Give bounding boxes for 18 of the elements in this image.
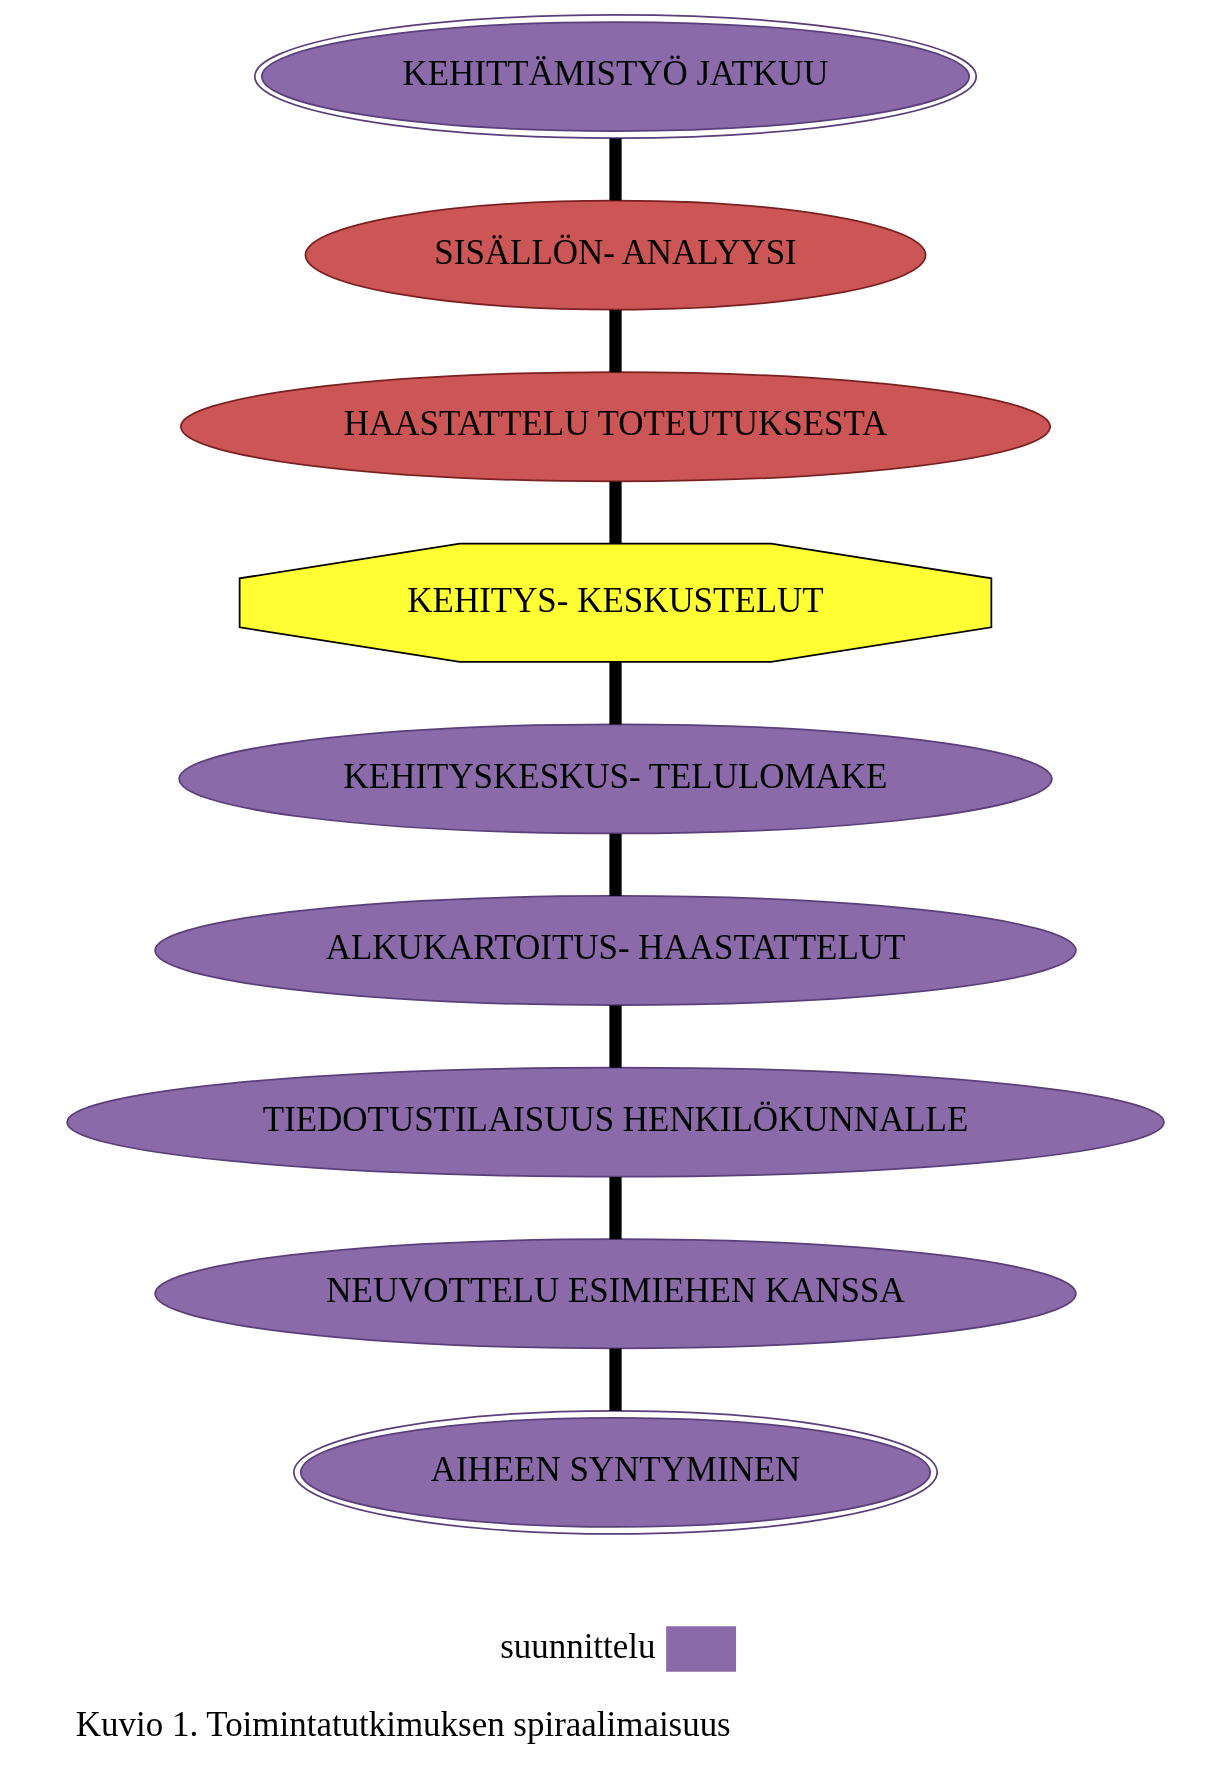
connector (608, 310, 622, 373)
node-ellipse: SISÄLLÖN- ANALYYSI (304, 199, 926, 311)
connector (608, 833, 622, 897)
connector (608, 138, 622, 201)
node-ellipse: KEHITYSKESKUS- TELULOMAKE (177, 723, 1053, 835)
connector (608, 661, 622, 725)
connector (608, 1005, 622, 1068)
node-ellipse: NEUVOTTELU ESIMIEHEN KANSSA (153, 1238, 1077, 1350)
caption: Kuvio 1. Toimintatutkimuksen spiraalimaisuus (75, 1705, 731, 1745)
node-ellipse: AIHEEN SYNTYMINEN (292, 1409, 938, 1535)
node-ellipse: TIEDOTUSTILAISUUS HENKILÖKUNNALLE (65, 1066, 1165, 1178)
connector (608, 1348, 622, 1411)
connector (608, 1177, 622, 1240)
legend-label: suunnittelu (499, 1626, 655, 1666)
node-ellipse: ALKUKARTOITUS- HAASTATTELUT (153, 895, 1077, 1006)
connector (608, 481, 622, 544)
node-ellipse: HAASTATTELU TOTEUTUKSESTA (179, 371, 1051, 483)
node-ellipse: KEHITTÄMISTYÖ JATKUU (253, 14, 977, 139)
